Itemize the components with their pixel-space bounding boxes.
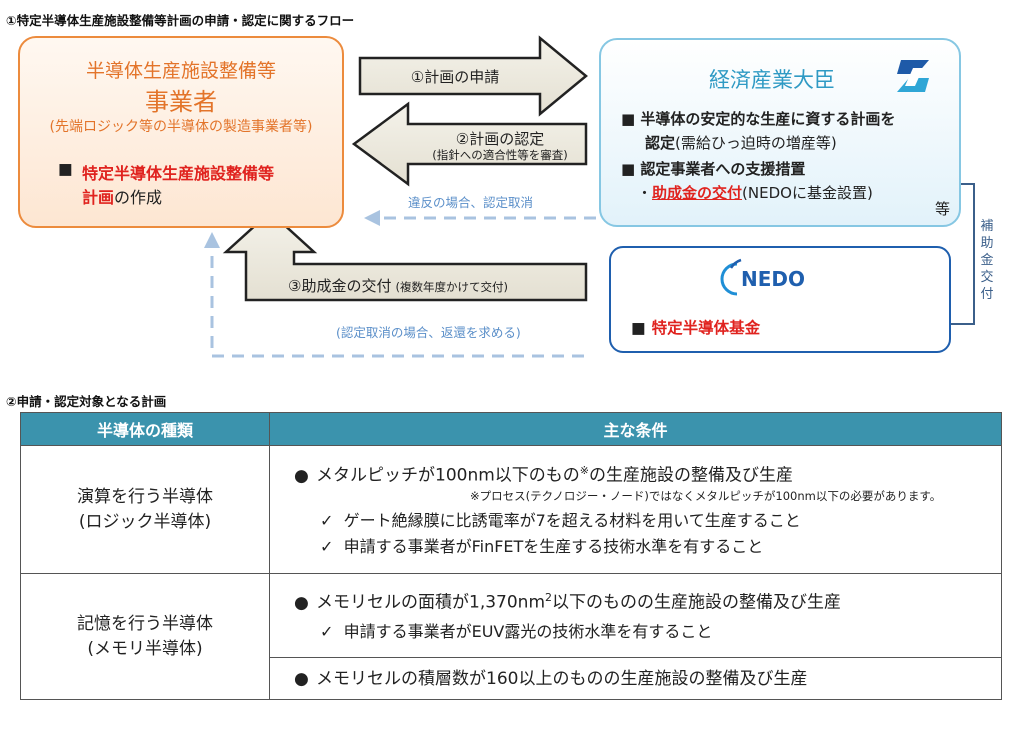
memory-main1-sup: 2 xyxy=(545,591,553,605)
applicant-title-line2: 事業者 xyxy=(145,88,217,116)
nedo-logo-icon: NEDO xyxy=(720,258,805,296)
minister-line2-rest: (需給ひっ迫時の増産等) xyxy=(675,134,837,152)
header-conditions: 主な条件 xyxy=(269,412,1002,446)
subsidy-arrow xyxy=(222,210,588,302)
nedo-box: NEDO ■ 特定半導体基金 xyxy=(609,246,951,353)
subsidy-label-sub: (複数年度かけて交付) xyxy=(395,280,508,294)
applicant-item-rest: の作成 xyxy=(114,188,163,207)
vertical-subsidy-label: 補助金交付 xyxy=(980,219,994,302)
minister-line4-red: 助成金の交付 xyxy=(652,184,743,202)
logic-main: ● メタルピッチが100nm以下のもの※の生産施設の整備及び生産 xyxy=(276,459,995,488)
conditions-table: 半導体の種類 主な条件 演算を行う半導体 (ロジック半導体) ● メタルピッチが1… xyxy=(20,412,1002,700)
nedo-fund: ■ 特定半導体基金 xyxy=(631,316,760,338)
nedo-bullet: ■ xyxy=(631,319,646,337)
logic-main-text: メタルピッチが100nm以下のもの xyxy=(316,465,580,486)
nedo-logo-text: NEDO xyxy=(741,267,805,291)
minister-line4: ・助成金の交付(NEDOに基金設置) xyxy=(637,182,873,203)
memory-main1-text-a: メモリセルの面積が1,370nm xyxy=(316,592,546,613)
logic-type-cell: 演算を行う半導体 (ロジック半導体) xyxy=(20,445,270,574)
memory-main2-text: メモリセルの積層数が160以上のものの生産施設の整備及び生産 xyxy=(316,668,808,689)
logic-check2: ✓ 申請する事業者がFinFETを生産する技術水準を有すること xyxy=(276,534,995,560)
applicant-bullet: ■ xyxy=(58,160,73,178)
memory-main1: ● メモリセルの面積が1,370nm2以下のものの生産施設の整備及び生産 xyxy=(276,586,995,615)
logic-main-bullet: ● xyxy=(294,465,309,486)
logic-main-mark: ※ xyxy=(579,464,590,478)
minister-line3-text: 認定事業者への支援措置 xyxy=(640,160,806,178)
revoke-label: 違反の場合、認定取消 xyxy=(408,195,534,210)
memory-type-cell: 記憶を行う半導体 (メモリ半導体) xyxy=(20,573,270,700)
refund-dashed-line xyxy=(210,246,584,358)
apply-arrow xyxy=(358,35,588,117)
header-type: 半導体の種類 xyxy=(20,412,270,446)
section1-title: ①特定半導体生産施設整備等計画の申請・認定に関するフロー xyxy=(6,13,355,28)
logic-conditions-cell: ● メタルピッチが100nm以下のもの※の生産施設の整備及び生産 ※プロセス(テク… xyxy=(269,445,1002,574)
subsidy-label: ③助成金の交付(複数年度かけて交付) xyxy=(288,275,508,296)
table-row-memory-1: 記憶を行う半導体 (メモリ半導体) ● メモリセルの面積が1,370nm2以下のも… xyxy=(20,573,1002,700)
logic-check2-mark: ✓ xyxy=(320,536,334,556)
table-row-memory-2: ● メモリセルの積層数が160以上のものの生産施設の整備及び生産 xyxy=(21,657,1002,700)
minister-line1: ■ 半導体の安定的な生産に資する計画を xyxy=(621,108,895,129)
logic-type-line2: (ロジック半導体) xyxy=(78,511,212,532)
subsidy-label-main: ③助成金の交付 xyxy=(288,277,392,295)
minister-line4-prefix: ・ xyxy=(637,184,653,202)
logic-note: ※プロセス(テクノロジー・ノード)ではなくメタルピッチが100nm以下の必要があ… xyxy=(470,488,942,503)
refund-label: (認定取消の場合、返還を求める) xyxy=(336,325,521,340)
minister-line1-text: 半導体の安定的な生産に資する計画を xyxy=(640,110,896,128)
memory-main1-bullet: ● xyxy=(294,592,309,613)
logic-check1-text: ゲート絶縁膜に比誘電率が7を超える材料を用いて生産すること xyxy=(343,510,801,530)
applicant-item-line2: 計画の作成 xyxy=(82,184,162,208)
applicant-title-line1: 半導体生産施設整備等 xyxy=(85,60,276,82)
nedo-fund-text: 特定半導体基金 xyxy=(651,319,761,337)
logic-type-line1: 演算を行う半導体 xyxy=(77,486,213,507)
certify-label: ②計画の認定 xyxy=(455,130,545,148)
logic-main-rest: の生産施設の整備及び生産 xyxy=(589,465,794,486)
memory-check1-mark: ✓ xyxy=(320,621,334,641)
section2-title: ②申請・認定対象となる計画 xyxy=(6,394,167,409)
memory-check1: ✓ 申請する事業者がEUV露光の技術水準を有すること xyxy=(276,619,995,645)
refund-arrowhead xyxy=(204,232,220,248)
meti-logo-icon xyxy=(897,60,929,92)
minister-etc: 等 xyxy=(935,200,951,218)
minister-bullet2: ■ xyxy=(621,160,636,178)
applicant-box: 半導体生産施設整備等 事業者 (先端ロジック等の半導体の製造事業者等) ■ 特定… xyxy=(18,36,344,228)
memory-type-line1: 記憶を行う半導体 xyxy=(77,613,213,634)
memory-main1-text-b: 以下のものの生産施設の整備及び生産 xyxy=(552,592,842,613)
apply-label: ①計画の申請 xyxy=(410,68,500,86)
minister-line3: ■ 認定事業者への支援措置 xyxy=(621,158,805,179)
table-header-row: 半導体の種類 主な条件 xyxy=(20,412,1002,446)
minister-line2: 認定(需給ひっ迫時の増産等) xyxy=(645,132,837,153)
logic-check1-mark: ✓ xyxy=(320,510,334,530)
certify-sub-label: (指針への適合性等を審査) xyxy=(432,148,568,162)
memory-conditions-cell-2: ● メモリセルの積層数が160以上のものの生産施設の整備及び生産 xyxy=(269,657,1002,700)
minister-title: 経済産業大臣 xyxy=(709,68,835,92)
certify-arrow xyxy=(351,101,588,187)
applicant-item-red2: 計画 xyxy=(82,188,115,207)
memory-type-line2: (メモリ半導体) xyxy=(87,638,203,659)
minister-line2-bold: 認定 xyxy=(645,134,676,152)
minister-line4-rest: (NEDOに基金設置) xyxy=(742,184,873,202)
memory-main2: ● メモリセルの積層数が160以上のものの生産施設の整備及び生産 xyxy=(276,667,995,691)
applicant-subtitle: (先端ロジック等の半導体の製造事業者等) xyxy=(49,119,313,135)
minister-box: 経済産業大臣 ■ 半導体の安定的な生産に資する計画を 認定(需給ひっ迫時の増産等… xyxy=(599,38,961,227)
applicant-item-red: 特定半導体生産施設整備等 xyxy=(82,164,275,183)
logic-check1: ✓ ゲート絶縁膜に比誘電率が7を超える材料を用いて生産すること xyxy=(276,508,995,534)
revoke-arrowhead xyxy=(364,210,380,226)
memory-conditions-cell-1: ● メモリセルの面積が1,370nm2以下のものの生産施設の整備及び生産 ✓ 申請… xyxy=(269,573,1002,658)
memory-check1-text: 申請する事業者がEUV露光の技術水準を有すること xyxy=(343,621,713,641)
table-row-logic: 演算を行う半導体 (ロジック半導体) ● メタルピッチが100nm以下のもの※の生… xyxy=(20,445,1002,574)
minister-bullet1: ■ xyxy=(621,110,636,128)
logic-check2-text: 申請する事業者がFinFETを生産する技術水準を有すること xyxy=(343,536,764,556)
memory-main2-bullet: ● xyxy=(294,668,309,689)
